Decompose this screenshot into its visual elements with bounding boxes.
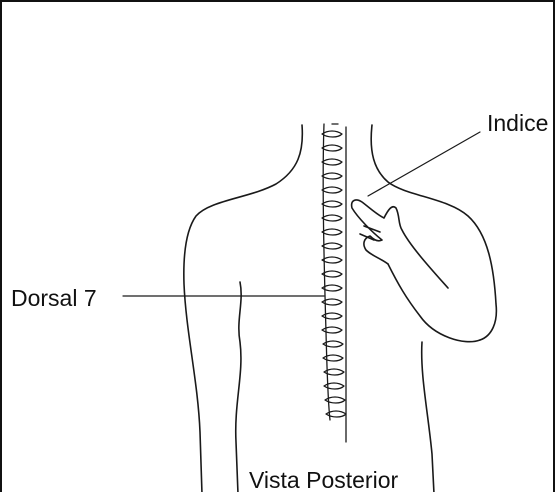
- right-waist-outline: [422, 342, 434, 492]
- indice-leader-line: [368, 132, 480, 196]
- label-indice: Indice: [487, 112, 548, 135]
- label-vista-posterior: Vista Posterior: [249, 469, 398, 492]
- hand-outline: [352, 200, 448, 288]
- spine: [322, 124, 346, 442]
- finger-creases: [360, 226, 380, 240]
- left-body-outline: [184, 125, 303, 492]
- left-waist-outline: [236, 282, 241, 492]
- vertebrae: [322, 131, 346, 417]
- right-body-outline: [371, 125, 496, 340]
- label-dorsal-7: Dorsal 7: [11, 287, 97, 310]
- right-forearm-outline: [388, 264, 480, 342]
